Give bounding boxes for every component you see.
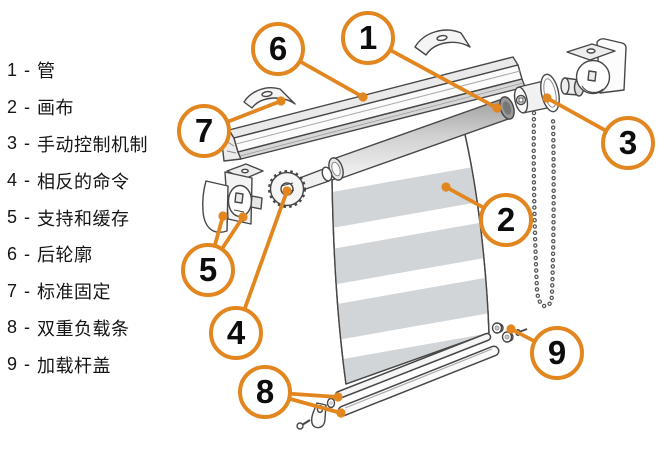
- callout-circle-2: 2: [479, 193, 533, 247]
- load-rod-covers: [491, 322, 528, 343]
- legend: 1 - 管 2 - 画布 3 - 手动控制机制 4 - 相反的命令 5 - 支持…: [7, 52, 148, 383]
- load-bar-screw: [296, 419, 311, 430]
- callout-circle-3: 3: [601, 116, 655, 170]
- callout-circle-7: 7: [177, 104, 231, 158]
- legend-item-5: 5 - 支持和缓存: [7, 199, 148, 236]
- callout-number: 6: [268, 29, 288, 67]
- callout-circle-5: 5: [181, 243, 235, 297]
- reverse-command-gear: [268, 166, 333, 208]
- legend-separator: -: [24, 96, 30, 117]
- callout-circle-4: 4: [209, 306, 263, 360]
- legend-separator: -: [24, 280, 30, 301]
- mount-bracket-right: [566, 38, 627, 95]
- legend-item-3: 3 - 手动控制机制: [7, 126, 148, 163]
- legend-item-label: 支持和缓存: [37, 208, 130, 229]
- legend-separator: -: [24, 133, 30, 154]
- callout-circle-6: 6: [251, 22, 305, 76]
- fixing-clip-left: [243, 87, 296, 109]
- legend-item-label: 画布: [37, 98, 74, 119]
- support-bracket: [202, 163, 264, 233]
- callout-number: 3: [618, 123, 638, 161]
- callout-number: 8: [255, 372, 275, 410]
- roller-tube: [328, 96, 515, 181]
- legend-item-7: 7 - 标准固定: [7, 273, 148, 310]
- legend-item-number: 4: [7, 170, 18, 191]
- chain-control-mechanism: [513, 38, 627, 309]
- fixing-clip-top: [414, 29, 471, 56]
- rear-profile-rail: [220, 56, 526, 162]
- legend-item-number: 1: [7, 59, 18, 80]
- legend-separator: -: [24, 354, 30, 375]
- legend-item-label: 标准固定: [37, 282, 111, 303]
- legend-separator: -: [24, 170, 30, 191]
- legend-item-number: 7: [7, 280, 18, 301]
- legend-item-label: 后轮廓: [37, 245, 93, 266]
- callout-circle-8: 8: [238, 365, 292, 419]
- legend-item-2: 2 - 画布: [7, 89, 148, 126]
- legend-item-number: 5: [7, 207, 18, 228]
- legend-item-number: 6: [7, 243, 18, 264]
- callout-circle-9: 9: [530, 326, 584, 380]
- legend-item-label: 相反的命令: [37, 171, 130, 192]
- legend-item-number: 2: [7, 96, 18, 117]
- legend-separator: -: [24, 59, 30, 80]
- legend-item-6: 6 - 后轮廓: [7, 236, 148, 273]
- legend-item-4: 4 - 相反的命令: [7, 162, 148, 199]
- bead-chain: [531, 110, 556, 309]
- legend-separator: -: [24, 243, 30, 264]
- double-load-bar: [296, 332, 500, 430]
- legend-item-label: 管: [37, 61, 56, 82]
- legend-item-number: 3: [7, 133, 18, 154]
- legend-item-8: 8 - 双重负载条: [7, 310, 148, 347]
- legend-separator: -: [24, 207, 30, 228]
- legend-item-label: 手动控制机制: [37, 134, 148, 155]
- callout-number: 5: [198, 250, 218, 288]
- callout-number: 7: [194, 111, 214, 149]
- callout-number: 9: [547, 333, 567, 371]
- legend-item-number: 9: [7, 354, 18, 375]
- callout-number: 4: [226, 313, 246, 351]
- callout-number: 1: [358, 18, 378, 56]
- legend-separator: -: [24, 317, 30, 338]
- callout-circle-1: 1: [341, 11, 395, 65]
- legend-item-1: 1 - 管: [7, 52, 148, 89]
- legend-item-label: 双重负载条: [37, 318, 130, 339]
- legend-item-9: 9 - 加载杆盖: [7, 346, 148, 383]
- legend-item-number: 8: [7, 317, 18, 338]
- legend-item-label: 加载杆盖: [37, 355, 111, 376]
- callout-number: 2: [496, 200, 516, 238]
